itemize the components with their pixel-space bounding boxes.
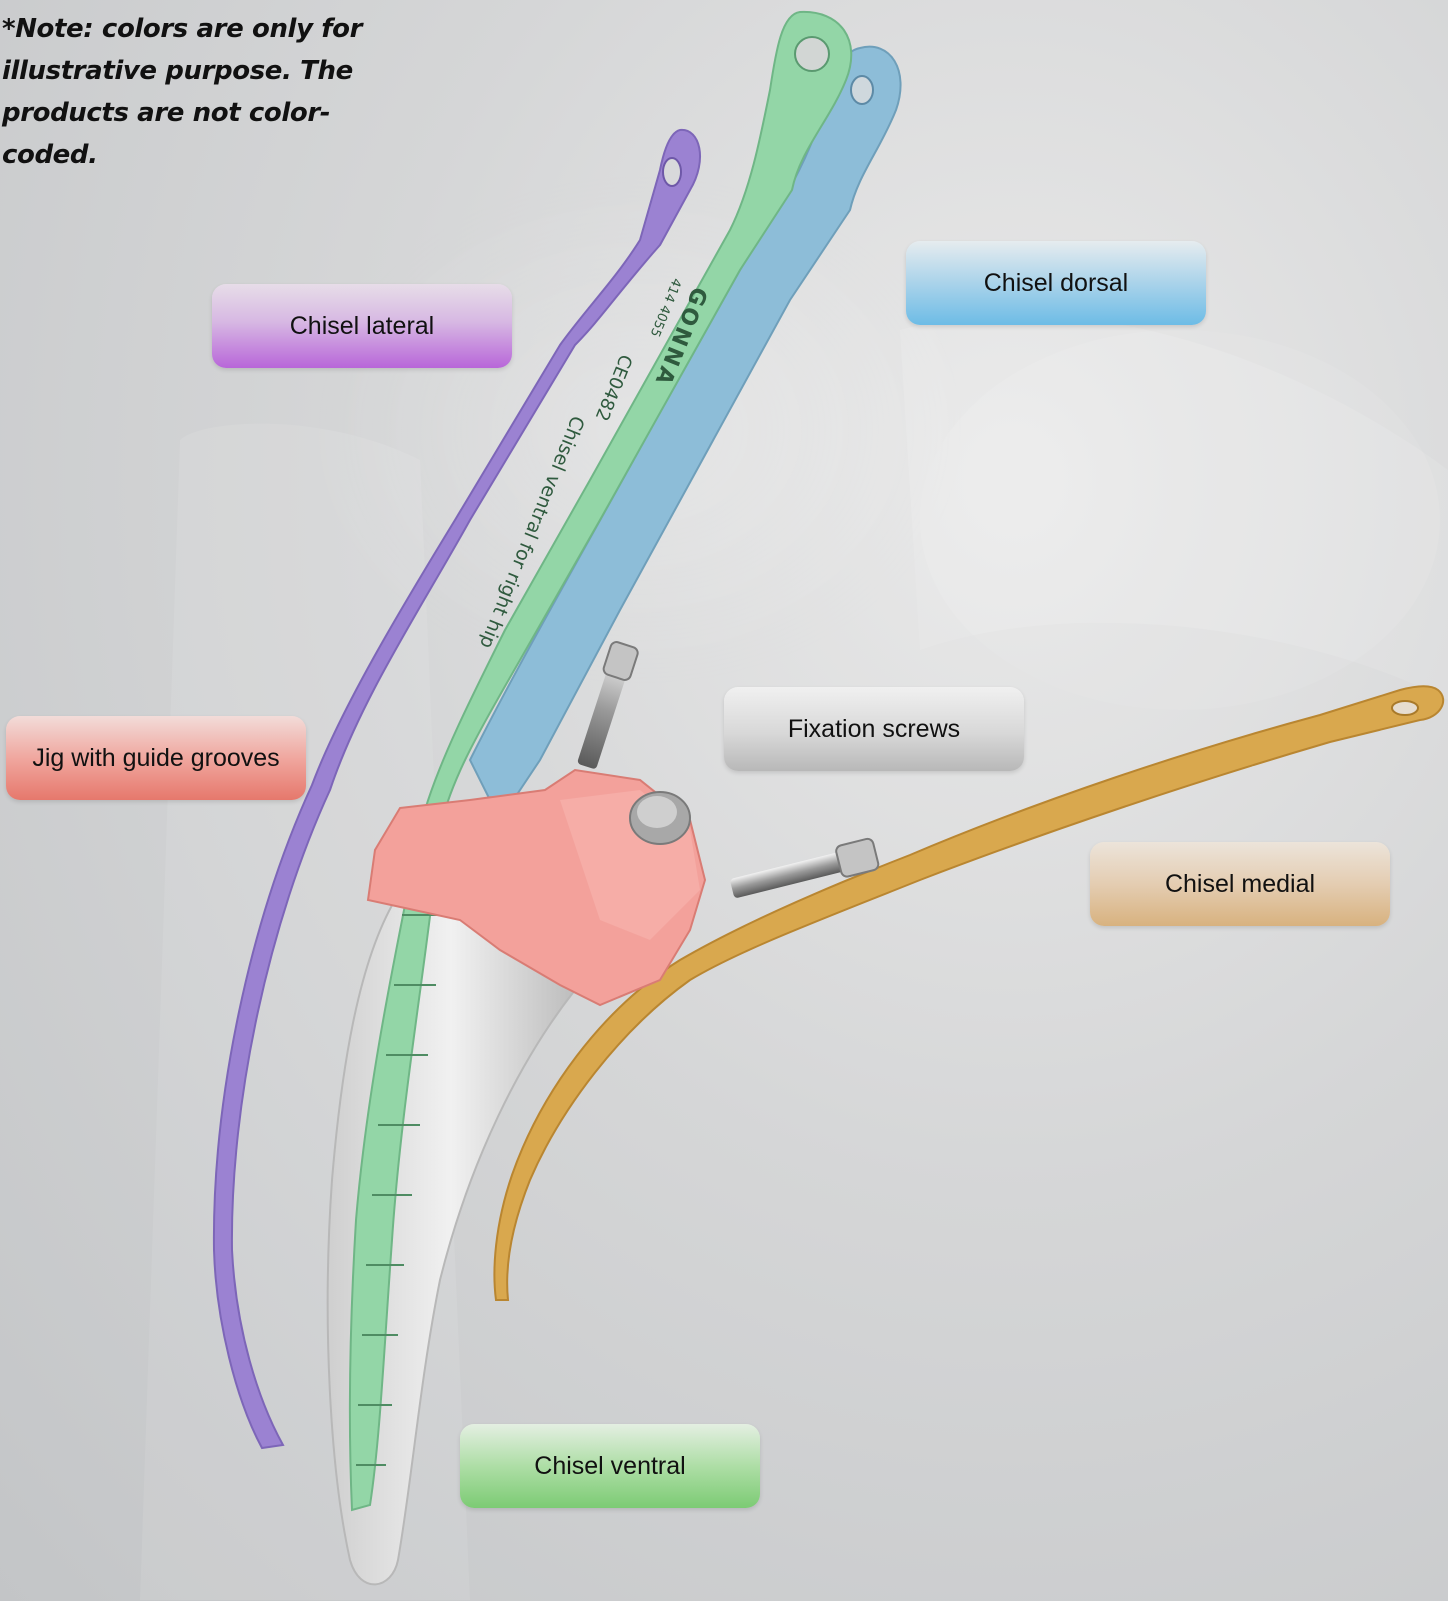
label-chisel-dorsal: Chisel dorsal: [906, 241, 1206, 325]
label-fixation-screws: Fixation screws: [724, 687, 1024, 771]
label-chisel-ventral: Chisel ventral: [460, 1424, 760, 1508]
label-chisel-lateral: Chisel lateral: [212, 284, 512, 368]
color-disclaimer-note: *Note: colors are only for illustrative …: [2, 8, 422, 176]
label-chisel-medial: Chisel medial: [1090, 842, 1390, 926]
label-jig-with-guide-grooves: Jig with guide grooves: [6, 716, 306, 800]
chisel-medial: [494, 686, 1443, 1300]
